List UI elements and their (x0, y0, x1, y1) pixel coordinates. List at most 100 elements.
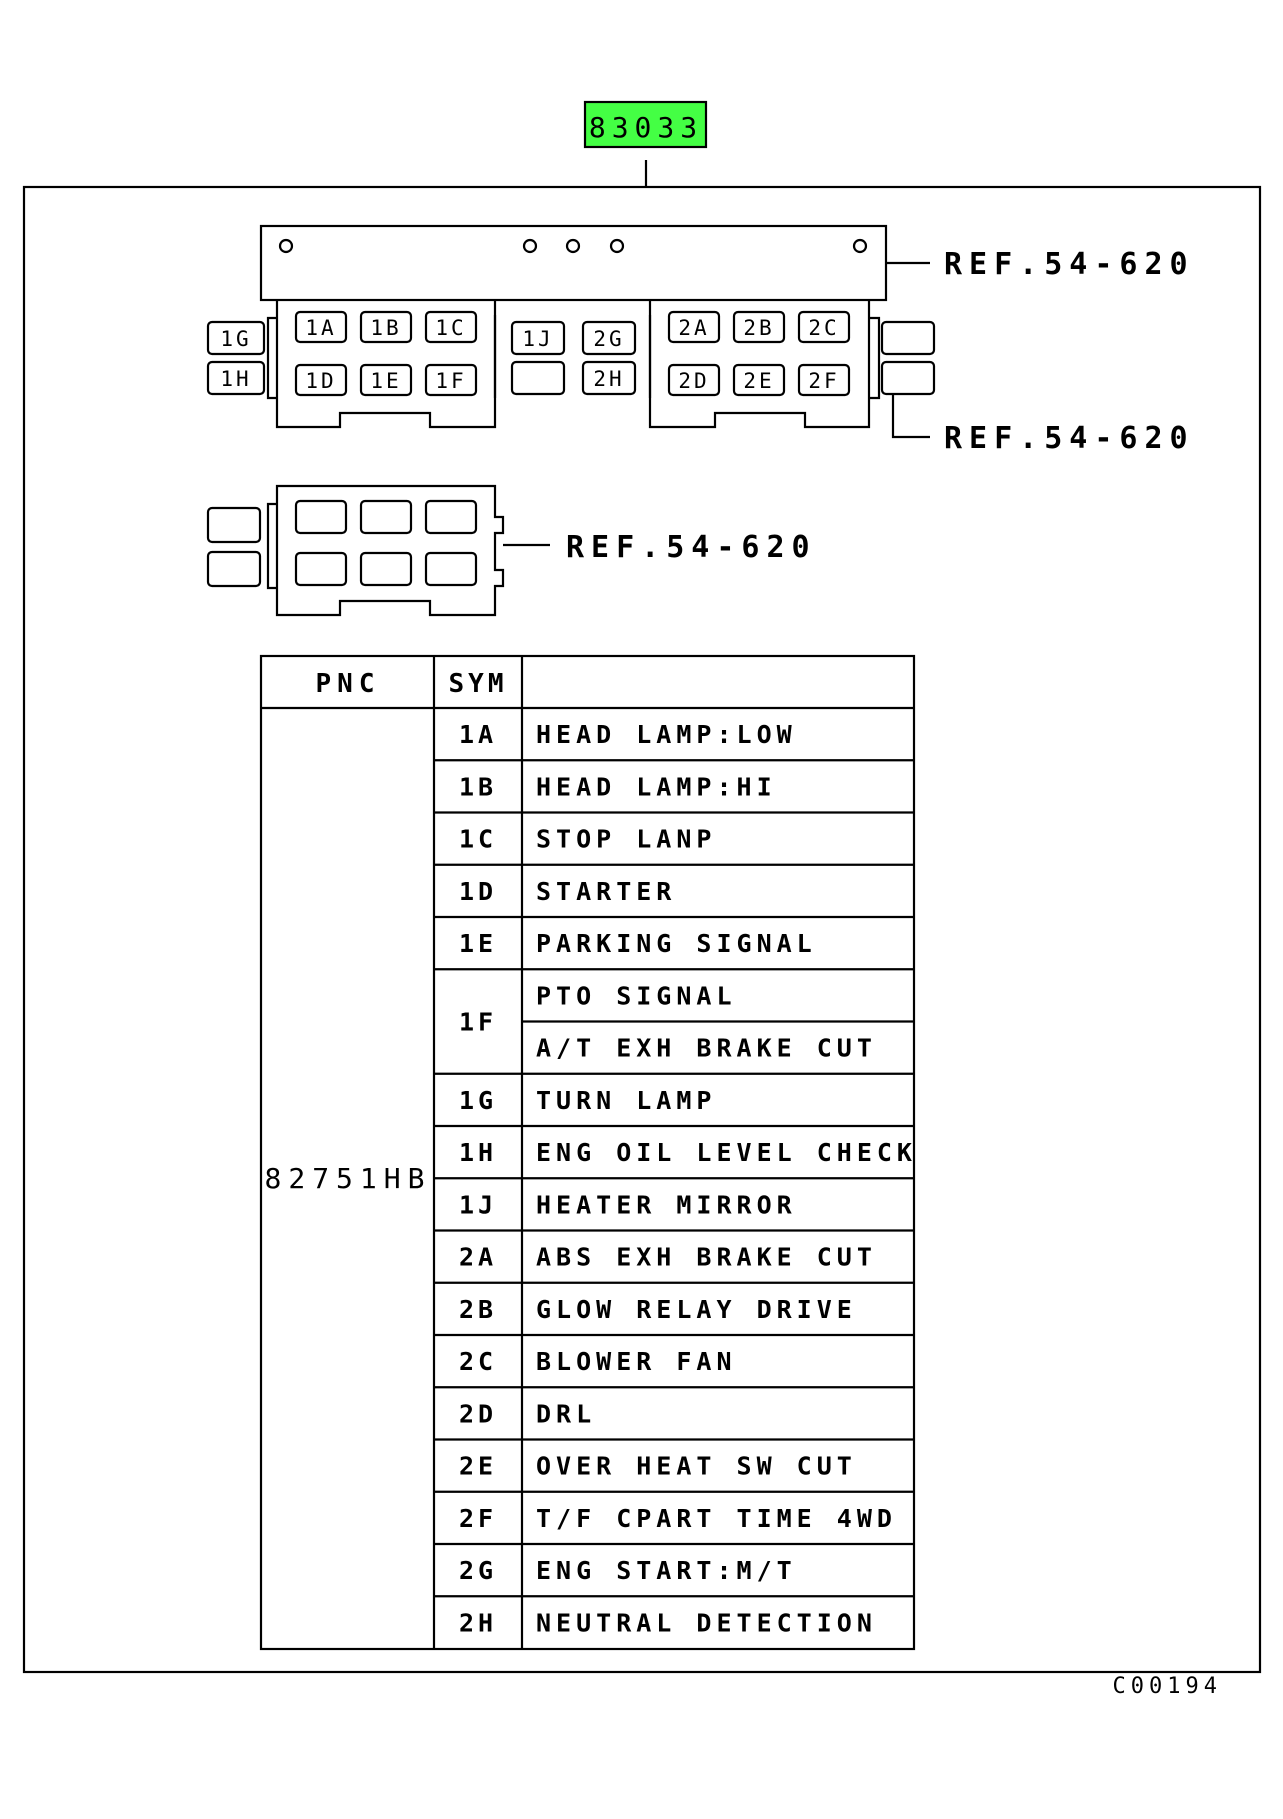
ref-label-1: REF.54-620 (944, 247, 1195, 282)
sub-relay-slot[interactable] (206, 550, 262, 588)
sym-cell: 2B (459, 1295, 497, 1324)
sub-fuse-slot[interactable] (294, 499, 348, 535)
relay-1g-label: 1G (220, 327, 251, 351)
desc-cell: DRL (536, 1399, 596, 1428)
desc-cell: HEAD LAMP:LOW (536, 720, 797, 749)
mount-hole (852, 238, 868, 254)
mount-hole (522, 238, 538, 254)
relay-slot-empty[interactable] (880, 320, 936, 356)
sub-fuse-box (266, 484, 505, 617)
desc-cell: STARTER (536, 877, 676, 906)
mount-hole (609, 238, 625, 254)
fuse-1b-label: 1B (370, 316, 401, 340)
fuse-1c[interactable]: 1C (424, 310, 478, 344)
desc-cell: HEATER MIRROR (536, 1190, 797, 1219)
fuse-2f[interactable]: 2F (797, 363, 851, 397)
relay-slot-empty[interactable] (880, 360, 936, 396)
relay-1g[interactable]: 1G (206, 320, 266, 356)
relay-2g[interactable]: 2G (581, 320, 637, 356)
relay-slot-empty[interactable] (510, 360, 566, 396)
diagram-frame (22, 185, 1262, 1674)
part-number-label: 83033 (589, 111, 703, 144)
fuse-2c[interactable]: 2C (797, 310, 851, 344)
fuse-2a-label: 2A (678, 316, 709, 340)
sym-cell: 1B (459, 772, 497, 801)
sym-cell: 1D (459, 877, 497, 906)
fuse-2f-label: 2F (808, 369, 839, 393)
fuse-1e[interactable]: 1E (359, 363, 413, 397)
ref-label-3: REF.54-620 (566, 530, 817, 565)
table-header-sym: SYM (449, 669, 508, 699)
relay-2h-label: 2H (593, 367, 624, 391)
sub-relay-slot[interactable] (206, 506, 262, 544)
sym-cell: 2D (459, 1399, 497, 1428)
desc-cell: A/T EXH BRAKE CUT (536, 1034, 877, 1063)
main-fuse-box (259, 224, 888, 429)
relay-2h[interactable]: 2H (581, 360, 637, 396)
fuse-1d-label: 1D (305, 369, 336, 393)
desc-cell: HEAD LAMP:HI (536, 772, 777, 801)
relay-1h-label: 1H (220, 367, 251, 391)
drawing-code: C00194 (1113, 1674, 1222, 1699)
fuse-1d[interactable]: 1D (294, 363, 348, 397)
sym-cell: 2C (459, 1347, 497, 1376)
fuse-2c-label: 2C (808, 316, 839, 340)
fuse-1b[interactable]: 1B (359, 310, 413, 344)
fuse-1a-label: 1A (305, 316, 336, 340)
fuse-2d-label: 2D (678, 369, 709, 393)
pnc-value: 82751HB (264, 1162, 431, 1195)
sub-fuse-slot[interactable] (359, 499, 413, 535)
sym-cell: 1G (459, 1086, 497, 1115)
sym-cell: 1J (459, 1190, 497, 1219)
table-header-pnc: PNC (316, 669, 381, 699)
mount-hole (565, 238, 581, 254)
fuse-1f[interactable]: 1F (424, 363, 478, 397)
desc-cell: GLOW RELAY DRIVE (536, 1295, 857, 1324)
fuse-1e-label: 1E (370, 369, 401, 393)
sym-cell: 1H (459, 1138, 497, 1167)
relay-1j[interactable]: 1J (510, 320, 566, 356)
ref-leader-2 (891, 393, 930, 439)
fuse-2b-label: 2B (743, 316, 774, 340)
sym-cell: 1A (459, 720, 497, 749)
ref-label-2: REF.54-620 (944, 421, 1195, 456)
relay-1j-label: 1J (522, 327, 553, 351)
fuse-2b[interactable]: 2B (732, 310, 786, 344)
sym-cell: 2F (459, 1504, 497, 1533)
desc-cell: NEUTRAL DETECTION (536, 1608, 877, 1637)
fuse-1f-label: 1F (435, 369, 466, 393)
sym-cell: 1F (459, 1008, 497, 1037)
sym-cell: 1C (459, 825, 497, 854)
desc-cell: BLOWER FAN (536, 1347, 737, 1376)
desc-cell: PARKING SIGNAL (536, 929, 817, 958)
desc-cell: T/F CPART TIME 4WD (536, 1504, 897, 1533)
fuse-1c-label: 1C (435, 316, 466, 340)
sub-fuse-slot[interactable] (424, 499, 478, 535)
fuse-2a[interactable]: 2A (667, 310, 721, 344)
sub-fuse-slot[interactable] (424, 551, 478, 587)
desc-cell: OVER HEAT SW CUT (536, 1452, 857, 1481)
fuse-2e-label: 2E (743, 369, 774, 393)
sym-cell: 2G (459, 1556, 497, 1585)
desc-cell: ABS EXH BRAKE CUT (536, 1243, 877, 1272)
fuse-1a[interactable]: 1A (294, 310, 348, 344)
sym-cell: 2A (459, 1243, 497, 1272)
desc-cell: ENG OIL LEVEL CHECK (536, 1138, 917, 1167)
relay-1h[interactable]: 1H (206, 360, 266, 396)
sub-fuse-slot[interactable] (359, 551, 413, 587)
relay-2g-label: 2G (593, 327, 624, 351)
sym-cell: 2E (459, 1452, 497, 1481)
fuse-2e[interactable]: 2E (732, 363, 786, 397)
desc-cell: STOP LANP (536, 825, 716, 854)
desc-cell: PTO SIGNAL (536, 981, 737, 1010)
sym-cell: 1E (459, 929, 497, 958)
parts-table (259, 654, 916, 1651)
sym-cell: 2H (459, 1608, 497, 1637)
desc-cell: TURN LAMP (536, 1086, 716, 1115)
mount-hole (278, 238, 294, 254)
fuse-2d[interactable]: 2D (667, 363, 721, 397)
part-number-badge[interactable] (583, 100, 708, 149)
sub-fuse-slot[interactable] (294, 551, 348, 587)
desc-cell: ENG START:M/T (536, 1556, 797, 1585)
